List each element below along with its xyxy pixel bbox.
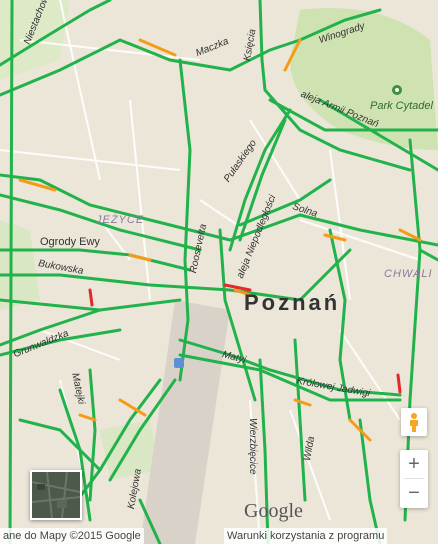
zoom-divider [404, 478, 424, 479]
zoom-out-button[interactable]: − [400, 479, 428, 507]
google-logo: Google [244, 500, 303, 522]
zoom-control: + − [400, 450, 428, 508]
satellite-view-toggle[interactable] [30, 470, 82, 520]
zoom-in-button[interactable]: + [400, 450, 428, 478]
terms-link[interactable]: Warunki korzystania z programu [224, 528, 388, 544]
satellite-thumbnail-icon [31, 471, 81, 519]
street-view-pegman-icon[interactable] [401, 408, 427, 436]
map-data-attribution: ane do Mapy ©2015 Google [0, 528, 144, 544]
